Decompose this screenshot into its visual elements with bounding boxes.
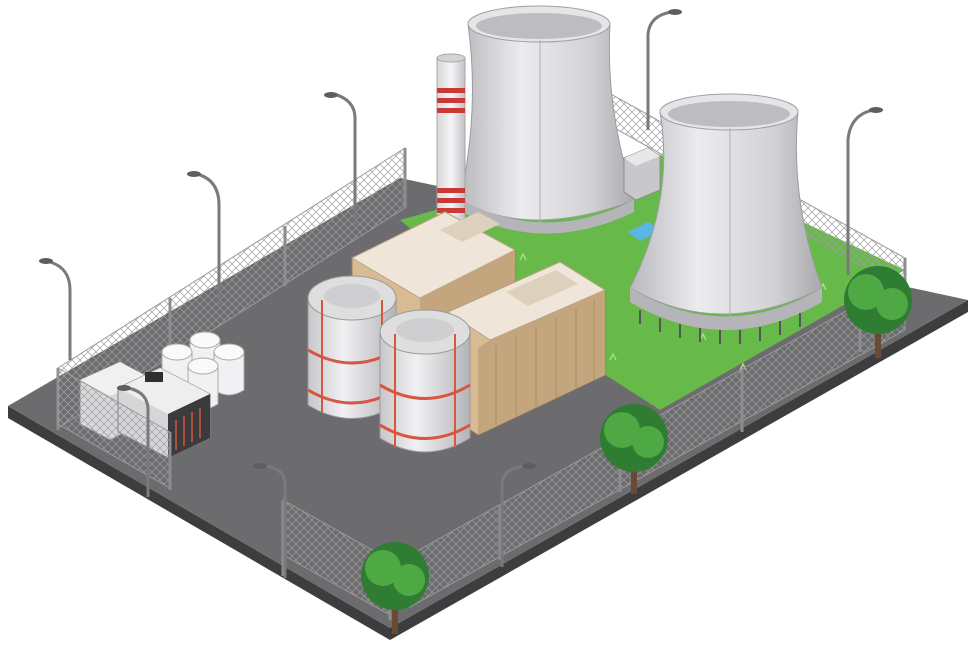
pool xyxy=(628,222,660,241)
street-lamp-icon xyxy=(39,258,72,360)
street-lamps-front xyxy=(117,385,536,578)
cooling-tower-icon xyxy=(629,93,823,344)
turbine-building-front xyxy=(446,261,607,436)
street-lamp-icon xyxy=(253,463,287,578)
tree-icon xyxy=(844,266,912,358)
street-lamp-icon xyxy=(500,463,536,567)
tree-icon xyxy=(600,404,668,494)
storage-tank-icon xyxy=(379,309,471,453)
tree-icon xyxy=(361,542,429,634)
street-lamp-icon xyxy=(646,9,682,130)
street-lamp-icon xyxy=(846,107,883,275)
utility-shed xyxy=(623,147,661,201)
street-lamp-icon xyxy=(187,171,221,305)
ground-side xyxy=(8,300,968,640)
street-lamp-icon xyxy=(324,92,357,225)
street-lamps-back xyxy=(39,9,883,360)
street-lamp-icon xyxy=(117,385,150,497)
cooling-tower-icon xyxy=(459,5,636,234)
